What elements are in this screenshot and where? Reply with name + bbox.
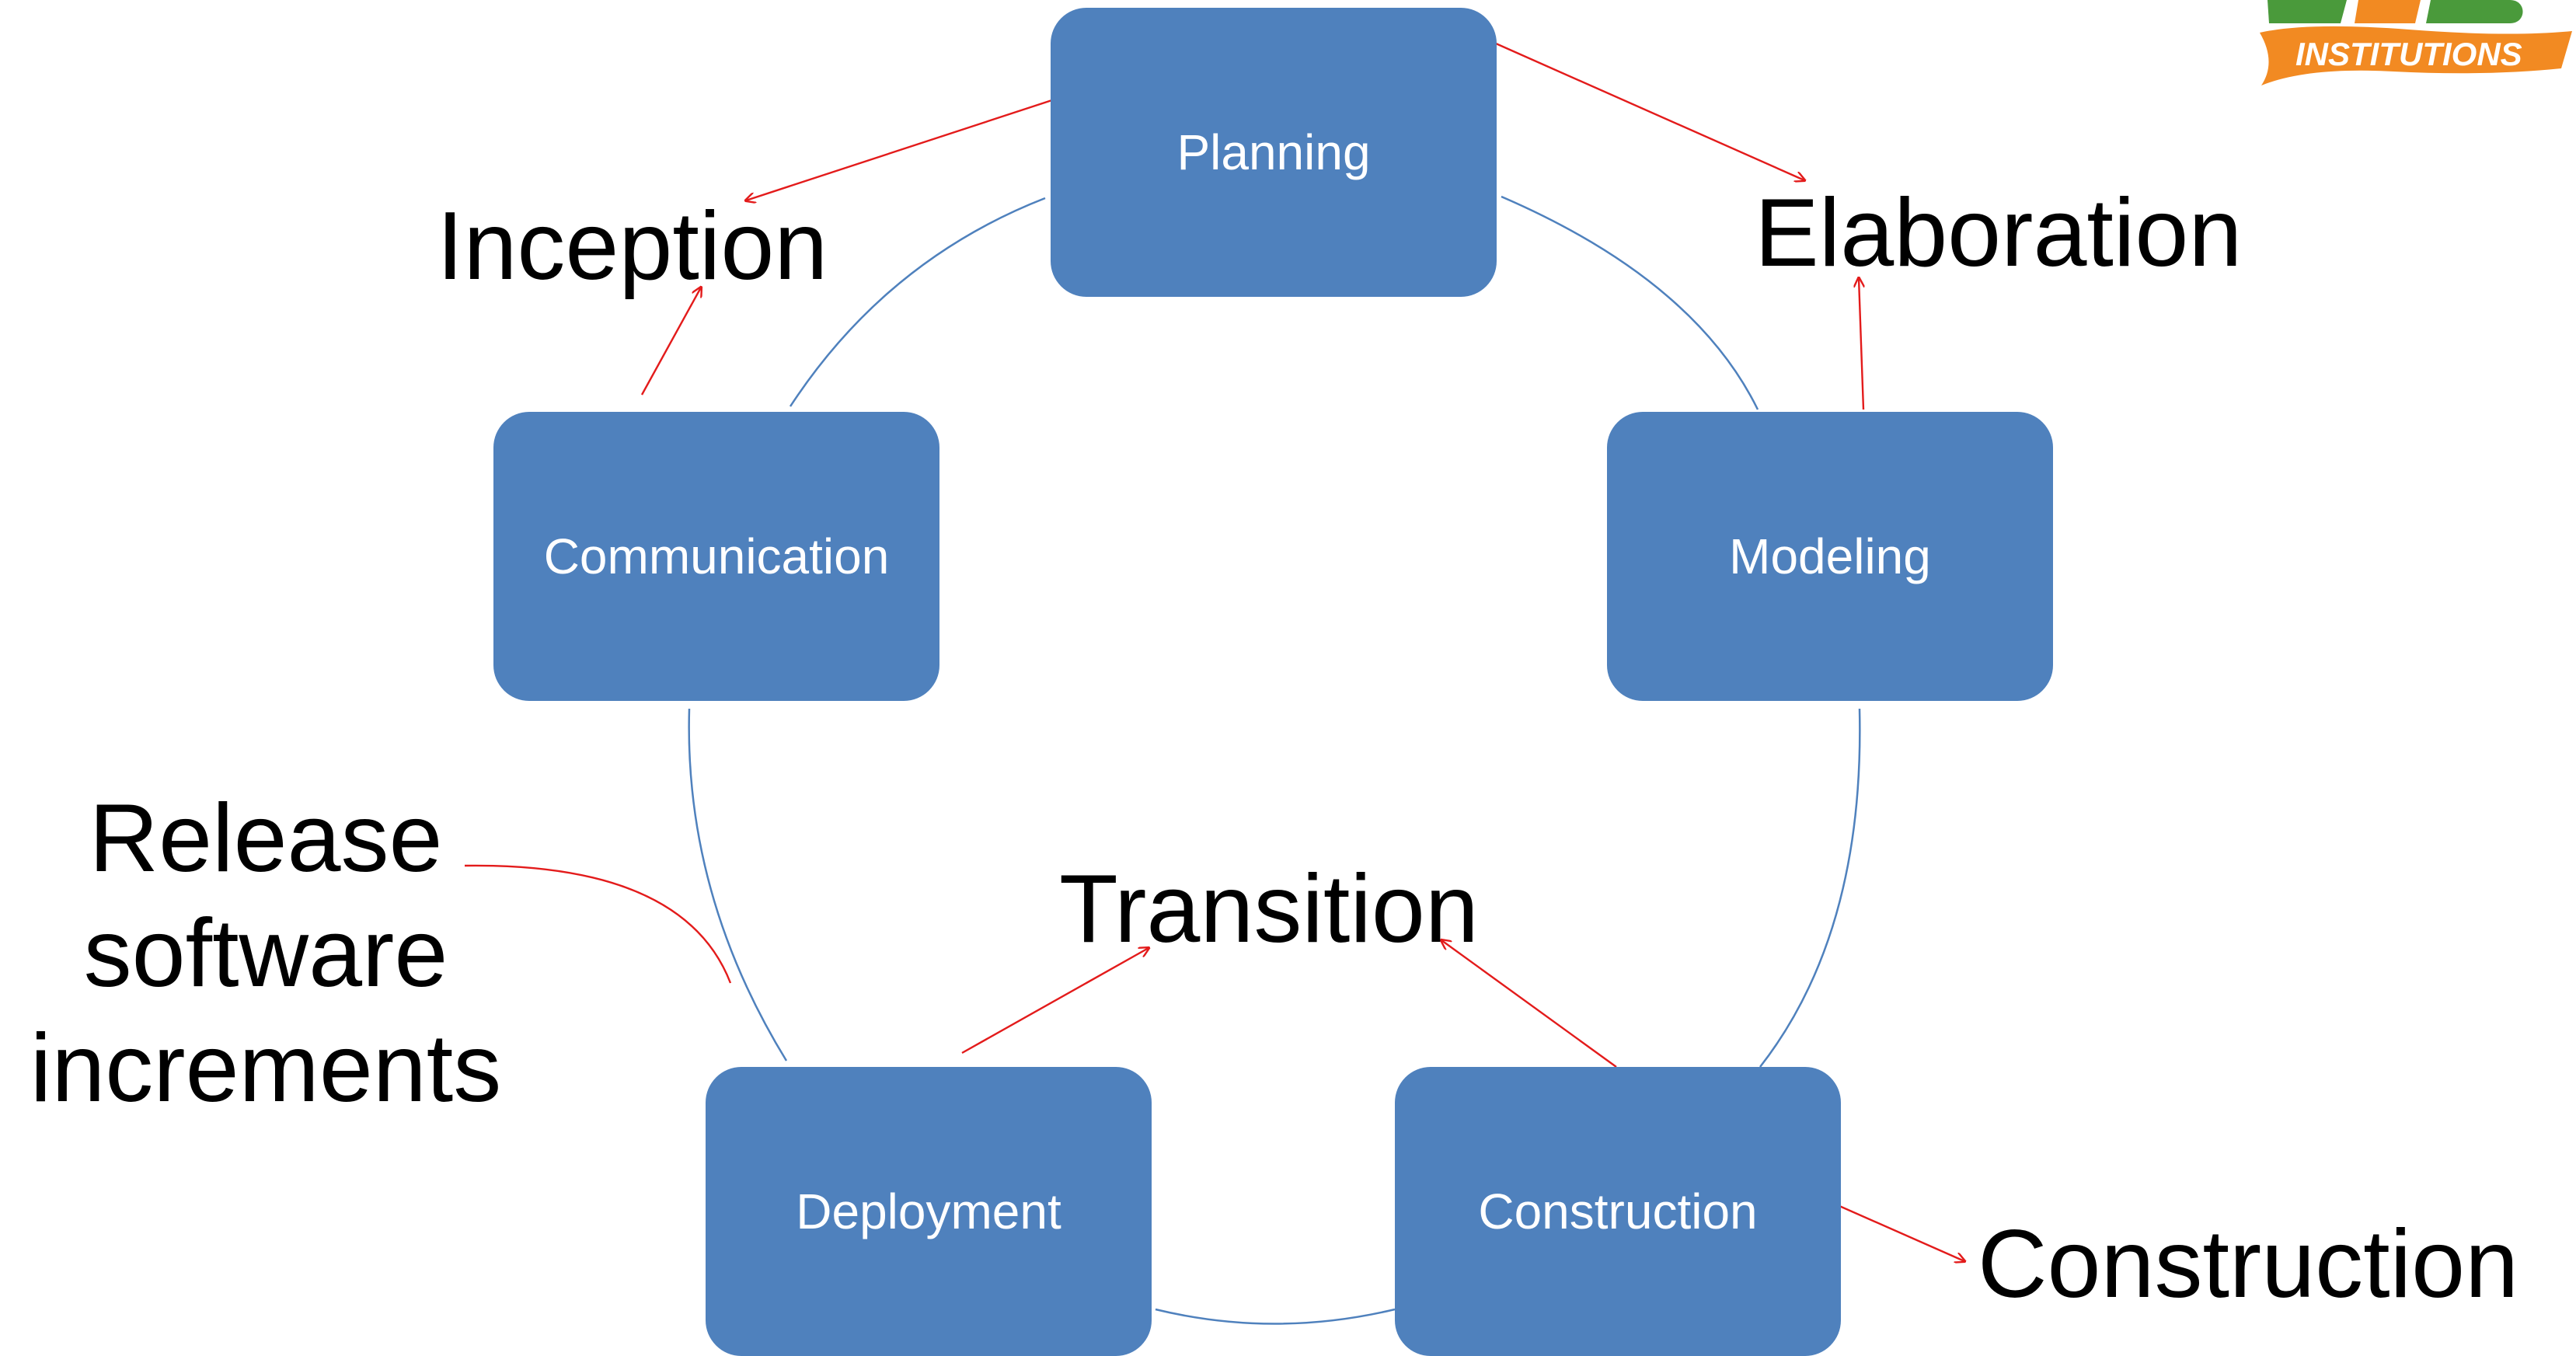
modeling-node: Modeling [1607, 412, 2053, 701]
institution-logo: INSTITUTIONS [2254, 0, 2576, 101]
arrow-construction-to-construction-phase [1818, 1195, 1964, 1261]
release-software-increments-label: Release software increments [2, 781, 530, 1126]
cycle-arc-planning-modeling [1501, 195, 1759, 410]
arrow-communication-to-inception [640, 288, 701, 396]
arrow-planning-to-inception [746, 94, 1067, 200]
planning-label: Planning [1176, 124, 1371, 180]
release-line-3: increments [30, 1015, 502, 1122]
construction-phase-label: Construction [1978, 1211, 2519, 1318]
arrow-planning-to-elaboration [1495, 42, 1804, 180]
cycle-arc-deployment-communication [688, 708, 788, 1061]
arrow-deployment-to-transition [961, 948, 1149, 1054]
logo-graphic: INSTITUTIONS [2260, 0, 2572, 85]
planning-node: Planning [1051, 8, 1497, 297]
deployment-label: Deployment [796, 1183, 1061, 1239]
modeling-label: Modeling [1729, 528, 1931, 584]
release-line-2: software [83, 900, 448, 1007]
logo-text: INSTITUTIONS [2295, 36, 2522, 72]
arrow-modeling-to-elaboration [1859, 278, 1863, 410]
communication-node: Communication [493, 412, 939, 701]
construction-node: Construction [1395, 1067, 1841, 1356]
arrow-construction-to-transition [1441, 940, 1617, 1068]
transition-phase-label: Transition [1059, 856, 1479, 963]
inception-phase-label: Inception [437, 193, 828, 300]
cycle-arc-communication-planning [789, 197, 1046, 407]
cycle-arc-modeling-construction [1759, 708, 1861, 1068]
release-callout-line [464, 864, 732, 984]
communication-label: Communication [543, 528, 890, 584]
deployment-node: Deployment [706, 1067, 1152, 1356]
construction-label: Construction [1478, 1183, 1758, 1239]
release-line-1: Release [89, 785, 443, 892]
elaboration-phase-label: Elaboration [1755, 180, 2243, 287]
cycle-arc-construction-deployment [1155, 1308, 1396, 1325]
